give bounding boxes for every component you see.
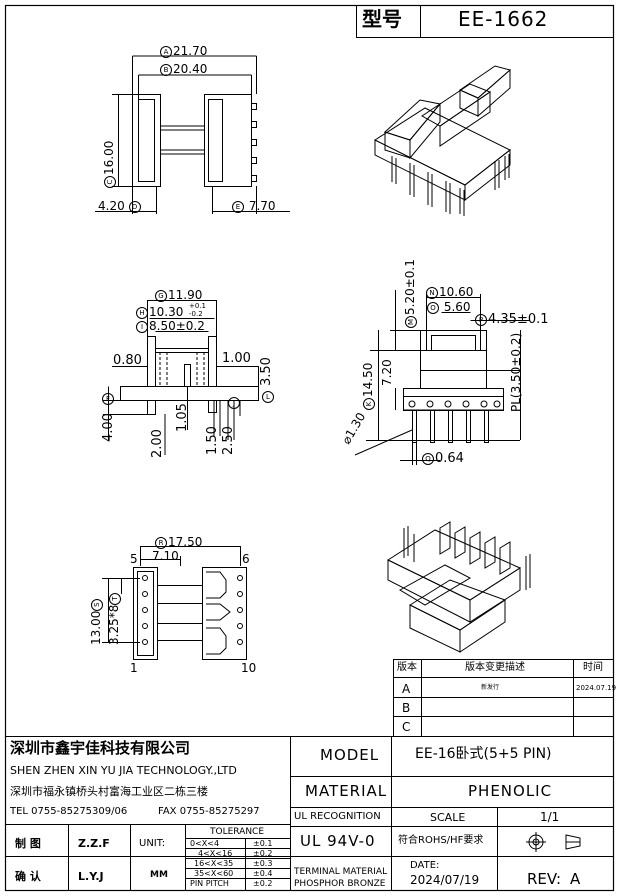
- iso-view-top-outline: [373, 65, 512, 216]
- scale-label: SCALE: [430, 811, 466, 824]
- dim-m: M5.20±0.1: [403, 259, 417, 328]
- top-view-outline: [132, 94, 257, 187]
- tolerance-title: TOLERANCE: [210, 827, 265, 837]
- rev-row-c-ver: C: [402, 720, 411, 734]
- tag-l: L: [262, 390, 275, 403]
- company-name-cn: 深圳市鑫宇佳科技有限公司: [10, 739, 191, 757]
- tol-value-1: ±0.1: [253, 839, 273, 848]
- dim-pl: PL(3.50±0.2): [509, 332, 523, 412]
- model-label: MODEL: [320, 746, 380, 764]
- dim-710: 7.10: [152, 549, 179, 563]
- dim-400: 4.00: [101, 413, 116, 442]
- rev-header-desc: 版本变更描述: [465, 662, 525, 673]
- scale-value: 1/1: [540, 810, 560, 824]
- ul-value: UL 94V-0: [300, 832, 376, 850]
- material-value: PHENOLIC: [468, 782, 553, 800]
- terminal-label-2: PHOSPHOR BRONZE: [294, 879, 386, 889]
- check-label: 确 认: [15, 870, 41, 883]
- dim-c: C16.00: [102, 141, 116, 188]
- terminal-label-1: TERMINAL MATERIAL: [294, 867, 388, 877]
- pin-5: 5: [130, 552, 138, 566]
- tag-j: J: [228, 396, 241, 409]
- rev-row-a-ver: A: [402, 682, 411, 696]
- check-value: L.Y.J: [78, 870, 104, 883]
- tol-value-3: ±0.3: [253, 859, 273, 868]
- date-label: DATE:: [410, 860, 440, 871]
- rev-value: A: [570, 870, 581, 888]
- dim-720: 7.20: [380, 359, 394, 386]
- side-view-outline: [403, 330, 504, 443]
- dim-080: 0.80: [113, 353, 142, 368]
- dim-105: 1.05: [175, 403, 190, 432]
- dim-k: K14.50: [361, 363, 375, 410]
- dim-150: 1.50: [205, 426, 220, 455]
- drawn-label: 制 图: [15, 837, 41, 850]
- tol-value-4: ±0.4: [253, 869, 273, 878]
- model-value: EE-16卧式(5+5 PIN): [415, 746, 552, 762]
- dim-h-tol-upper: +0.1: [189, 302, 206, 310]
- tol-value-5: ±0.2: [253, 879, 273, 888]
- tol-range-5: PIN PITCH: [190, 879, 229, 888]
- company-fax: FAX 0755-85275297: [158, 806, 260, 817]
- company-name-en: SHEN ZHEN XIN YU JIA TECHNOLOGY.,LTD: [10, 764, 237, 777]
- date-value: 2024/07/19: [410, 873, 480, 887]
- dim-200: 2.00: [150, 429, 165, 458]
- type-value: EE-1662: [458, 7, 549, 31]
- dim-250: 2.50: [221, 426, 236, 455]
- rev-row-a-desc: 新发行: [481, 684, 500, 691]
- tol-range-3: 16<X<35: [194, 859, 234, 868]
- tol-value-2: ±0.2: [253, 849, 273, 858]
- rev-row-b-ver: B: [402, 701, 411, 715]
- company-tel: TEL 0755-85275309/06: [10, 806, 128, 817]
- tol-range-2: 4<X<16: [198, 849, 233, 858]
- tol-range-1: 0<X<4: [190, 839, 220, 848]
- ul-label: UL RECOGNITION: [294, 811, 381, 822]
- dim-h-tol-lower: -0.2: [189, 310, 203, 318]
- dim-350: 3.50: [259, 357, 274, 386]
- company-address: 深圳市福永镇桥头村富海工业区二栋三楼: [10, 785, 208, 798]
- dim-1300: 13.00S: [89, 598, 103, 645]
- rev-row-a-date: 2024.07.19: [576, 684, 617, 692]
- drawn-value: Z.Z.F: [78, 837, 110, 850]
- pin-1: 1: [130, 661, 138, 675]
- bottom-view-outline: [133, 567, 247, 660]
- dim-325: 3.25*8T: [107, 592, 121, 645]
- dim-e: E 7.70: [232, 200, 276, 213]
- tol-range-4: 35<X<60: [194, 869, 234, 878]
- tag-f: F: [102, 392, 115, 405]
- dim-100: 1.00: [222, 351, 251, 366]
- unit-value: MM: [150, 870, 168, 880]
- material-label: MATERIAL: [305, 782, 388, 800]
- type-label: 型号: [362, 7, 402, 31]
- unit-label: UNIT:: [139, 838, 166, 849]
- rev-header-date: 时间: [583, 662, 603, 673]
- dim-o: O 5.60: [427, 301, 471, 314]
- iso-view-bottom-outline: [386, 521, 531, 653]
- pin-6: 6: [242, 552, 250, 566]
- dim-d: 4.20 D: [98, 200, 142, 213]
- pin-10: 10: [241, 661, 257, 675]
- rev-header-ver: 版本: [397, 662, 417, 673]
- rohs-text: 符合ROHS/HF要求: [398, 835, 484, 846]
- rev-label: REV:: [527, 870, 561, 888]
